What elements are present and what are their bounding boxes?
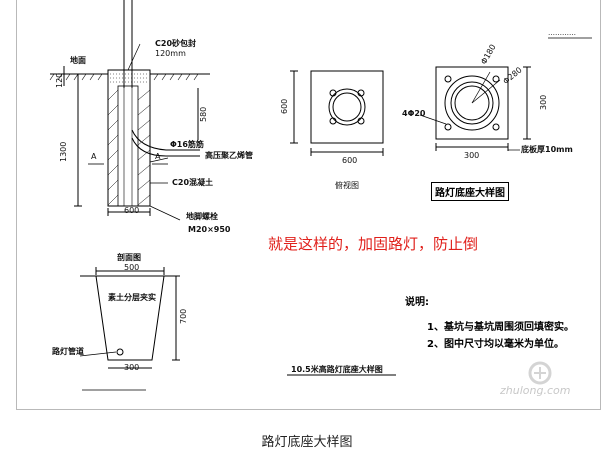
top-right-label: …………	[548, 29, 576, 37]
plan-dim-600-side: 600	[280, 98, 289, 114]
dim-120: 120	[55, 72, 64, 88]
bolt-label: 地脚螺栓	[186, 212, 218, 221]
image-caption: 路灯底座大样图	[261, 435, 353, 450]
boxed-title: 路灯底座大样图	[431, 182, 509, 201]
trench-dim-500: 500	[124, 263, 140, 272]
plan-square	[310, 70, 384, 144]
trench-title: 剖面图	[117, 253, 141, 262]
plan-caption: 俯视图	[335, 181, 359, 190]
trench-pipe-label: 路灯管道	[52, 347, 84, 356]
concrete-label: C20混凝土	[172, 178, 214, 187]
plate-thickness: 底板厚10mm	[521, 145, 573, 154]
hole-label: 4Φ20	[402, 109, 426, 118]
red-annotation: 就是这样的，加固路灯，防止倒	[268, 235, 479, 253]
plan-dim-600-bottom: 600	[342, 156, 358, 165]
trench-dim-700: 700	[179, 308, 188, 324]
section-mark-a-left: A	[91, 152, 97, 161]
section-mark-a-right: A	[155, 152, 161, 161]
c20-seal-label: C20砂包封	[155, 39, 197, 48]
drawing-frame	[16, 0, 601, 410]
notes-title: 说明:	[405, 297, 429, 308]
dim-600: 600	[124, 206, 140, 215]
trench-fill-label: 素土分层夹实	[108, 293, 156, 302]
zhulong-logo-icon	[528, 361, 552, 385]
bottom-drawing-title: 10.5米高路灯底座大样图	[291, 365, 383, 374]
bolt-size: M20×950	[188, 225, 231, 234]
rebar-label: Φ16筋筋	[170, 140, 204, 149]
dim-120mm: 120mm	[155, 49, 186, 58]
plate-dim-300-bottom: 300	[464, 151, 480, 160]
ground-label: 地面	[70, 56, 86, 65]
plate-dim-300-side: 300	[539, 94, 548, 110]
foundation-block	[107, 69, 151, 207]
pipe-label: 高压聚乙烯管	[205, 151, 253, 160]
base-plate	[435, 66, 509, 140]
dim-580: 580	[199, 106, 208, 122]
dim-1300: 1300	[59, 141, 68, 162]
note-2: 2、图中尺寸均以毫米为单位。	[427, 339, 564, 350]
watermark-text: zhulong.com	[500, 384, 571, 397]
note-1: 1、基坑与基坑周围须回填密实。	[427, 322, 574, 333]
trench-dim-300: 300	[124, 363, 140, 372]
